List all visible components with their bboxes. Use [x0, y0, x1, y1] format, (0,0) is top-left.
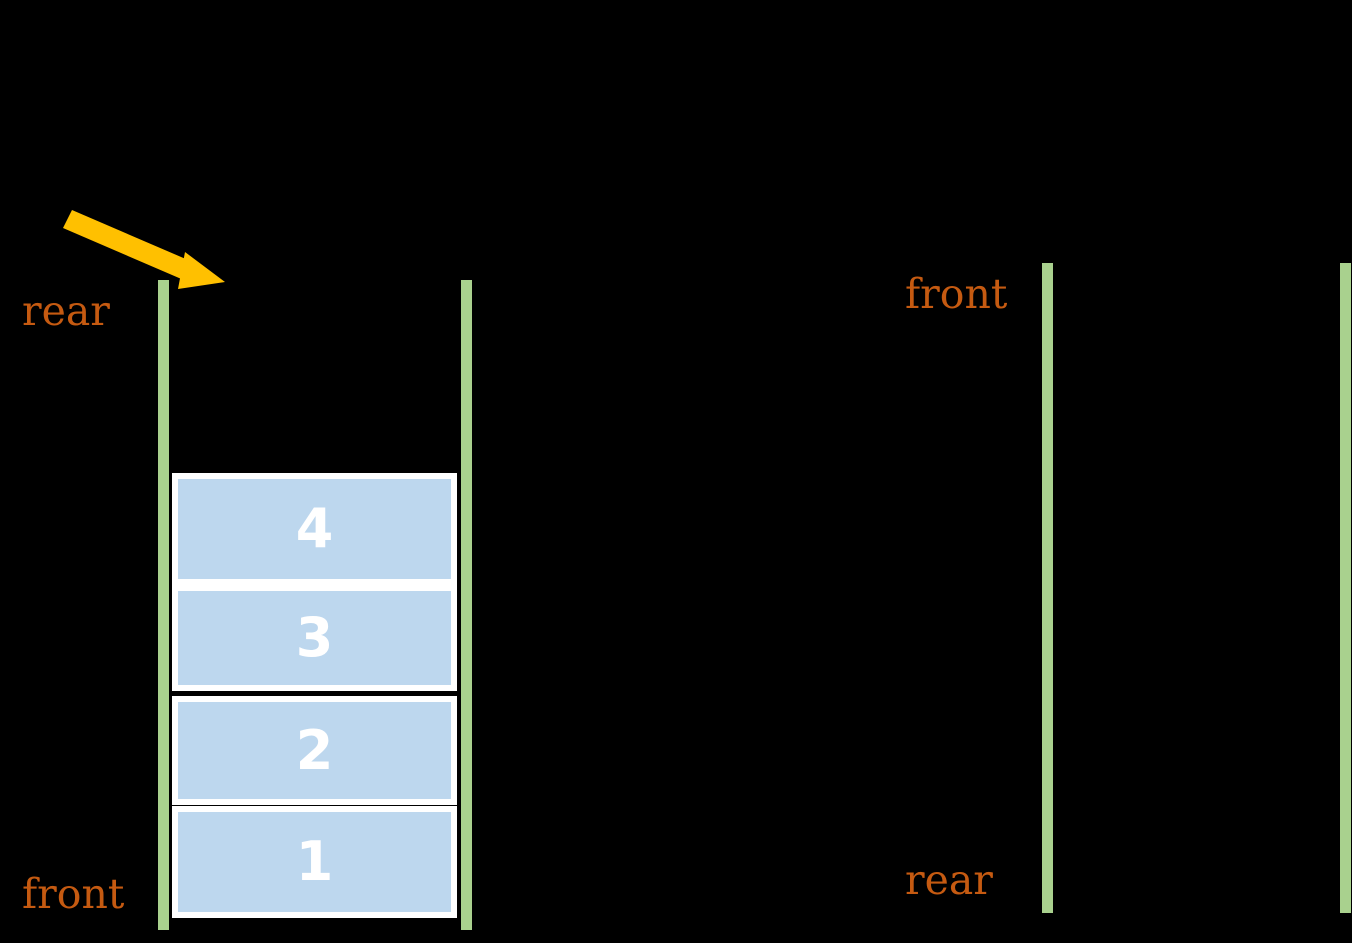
- enqueue-arrow: [63, 210, 225, 289]
- left-queue-cell[interactable]: 1: [172, 806, 457, 918]
- right-queue-left-rail: [1042, 263, 1053, 913]
- right-queue-right-rail: [1340, 263, 1351, 913]
- left-queue-cell-value: 4: [295, 497, 334, 560]
- right-queue-front-label: front: [905, 270, 1008, 318]
- left-queue-cell-value: 1: [295, 830, 334, 893]
- left-queue-cell[interactable]: 3: [172, 585, 457, 691]
- left-queue-rear-label: rear: [22, 287, 110, 335]
- left-queue-cell[interactable]: 2: [172, 696, 457, 805]
- left-queue-front-label: front: [22, 870, 125, 918]
- left-queue-left-rail: [158, 280, 169, 930]
- left-queue-right-rail: [461, 280, 472, 930]
- left-queue-cell-value: 2: [295, 718, 334, 782]
- left-queue-cell[interactable]: 4: [172, 473, 457, 585]
- right-queue-rear-label: rear: [905, 856, 993, 904]
- left-queue-cell-value: 3: [295, 606, 334, 669]
